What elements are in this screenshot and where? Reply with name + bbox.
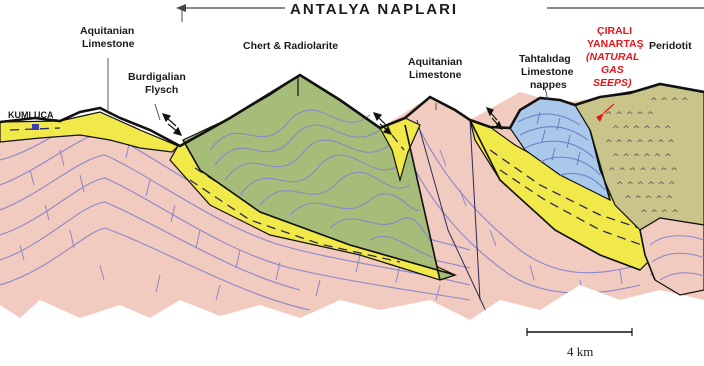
svg-text:^ ^ ^ ^ ^ ^: ^ ^ ^ ^ ^ ^ xyxy=(616,181,676,191)
label-aquitanian-left-2: Limestone xyxy=(82,38,135,50)
label-tahtali-2: Limestone xyxy=(521,66,574,78)
label-aquitanian-left-1: Aquitanian xyxy=(80,25,134,37)
label-tahtali-1: Tahtalıdag xyxy=(519,53,571,65)
label-kumluca: KUMLUCA xyxy=(8,110,54,120)
label-aquitanian-right-2: Limestone xyxy=(409,69,462,81)
label-burdigalian-2: Flysch xyxy=(145,84,178,96)
label-cirali-4: GAS xyxy=(601,64,624,76)
scale-label: 4 km xyxy=(567,344,593,359)
scale-bar xyxy=(527,328,632,336)
svg-text:^ ^ ^ ^ ^: ^ ^ ^ ^ ^ xyxy=(624,195,673,205)
svg-text:^ ^ ^ ^ ^ ^ ^: ^ ^ ^ ^ ^ ^ ^ xyxy=(605,139,675,149)
svg-text:^ ^ ^ ^: ^ ^ ^ ^ xyxy=(650,97,689,107)
svg-text:^ ^ ^ ^ ^ ^: ^ ^ ^ ^ ^ ^ xyxy=(612,125,672,135)
label-peridotit: Peridotit xyxy=(649,40,692,52)
label-chert: Chert & Radiolarite xyxy=(243,40,338,52)
label-cirali-5: SEEPS) xyxy=(593,77,632,89)
svg-text:^ ^ ^ ^: ^ ^ ^ ^ xyxy=(640,209,679,219)
label-cirali-3: (NATURAL xyxy=(586,51,639,63)
svg-text:^ ^ ^ ^ ^ ^ ^: ^ ^ ^ ^ ^ ^ ^ xyxy=(608,167,678,177)
label-burdigalian-1: Burdigalian xyxy=(128,71,186,83)
section-title: ANTALYA NAPLARI xyxy=(290,1,458,18)
svg-text:^ ^ ^ ^ ^ ^: ^ ^ ^ ^ ^ ^ xyxy=(612,153,672,163)
label-tahtali-3: nappes xyxy=(530,79,567,91)
kumluca-marker xyxy=(32,124,39,130)
label-cirali-2: YANARTAŞ xyxy=(587,38,644,50)
label-aquitanian-right-1: Aquitanian xyxy=(408,56,462,68)
svg-text:^ ^ ^ ^ ^: ^ ^ ^ ^ ^ xyxy=(605,111,654,121)
label-cirali-1: ÇIRALI xyxy=(597,25,632,37)
